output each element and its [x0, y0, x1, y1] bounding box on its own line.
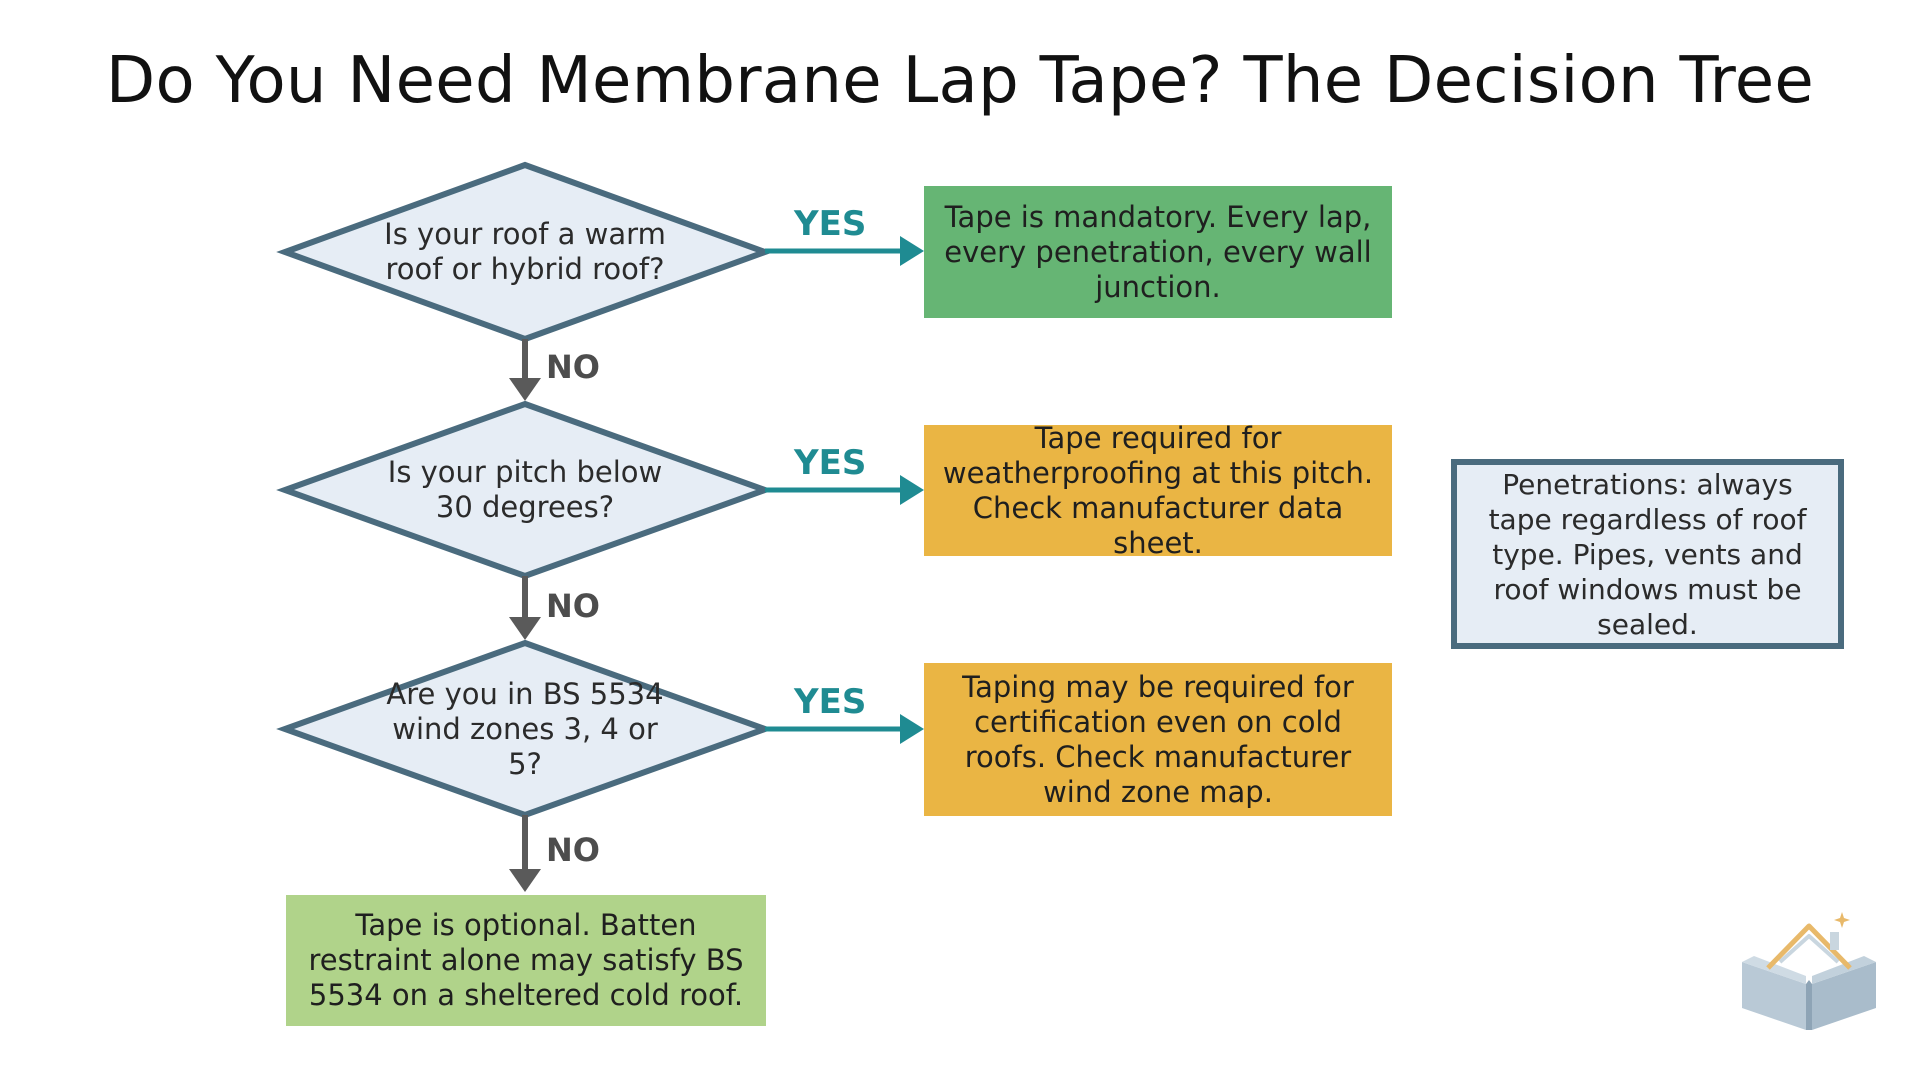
no-arrow-2 — [509, 576, 541, 640]
outcome-optional-text: Tape is optional. Batten restraint alone… — [308, 908, 744, 1012]
question-3-text: Are you in BS 5534 wind zones 3, 4 or 5? — [386, 676, 664, 781]
no-arrow-1 — [509, 339, 541, 401]
outcome-wind-zone: Taping may be required for certification… — [924, 663, 1392, 816]
page-title: Do You Need Membrane Lap Tape? The Decis… — [105, 44, 1815, 118]
outcome-mandatory-text: Tape is mandatory. Every lap, every pene… — [944, 199, 1372, 304]
yes-arrow-3 — [765, 714, 924, 744]
yes-label-3: YES — [794, 682, 867, 722]
question-2-text: Is your pitch below 30 degrees? — [387, 455, 663, 524]
outcome-pitch-required: Tape required for weatherproofing at thi… — [924, 421, 1392, 560]
yes-label-2: YES — [794, 443, 867, 483]
yes-arrow-2 — [765, 475, 924, 505]
penetrations-note: Penetrations: always tape regardless of … — [1451, 459, 1844, 649]
question-1-text: Is your roof a warm roof or hybrid roof? — [384, 217, 666, 286]
outcome-mandatory: Tape is mandatory. Every lap, every pene… — [924, 186, 1392, 318]
house-book-icon — [1742, 912, 1876, 1030]
no-label-2: NO — [546, 587, 600, 625]
no-label-3: NO — [546, 831, 600, 869]
penetrations-note-text: Penetrations: always tape regardless of … — [1488, 467, 1807, 641]
yes-label-1: YES — [794, 204, 867, 244]
no-label-1: NO — [546, 348, 600, 386]
outcome-pitch-required-text: Tape required for weatherproofing at thi… — [942, 420, 1374, 560]
no-arrow-3 — [509, 815, 541, 892]
outcome-wind-zone-text: Taping may be required for certification… — [962, 669, 1354, 809]
yes-arrow-1 — [765, 236, 924, 266]
outcome-optional: Tape is optional. Batten restraint alone… — [286, 895, 766, 1026]
